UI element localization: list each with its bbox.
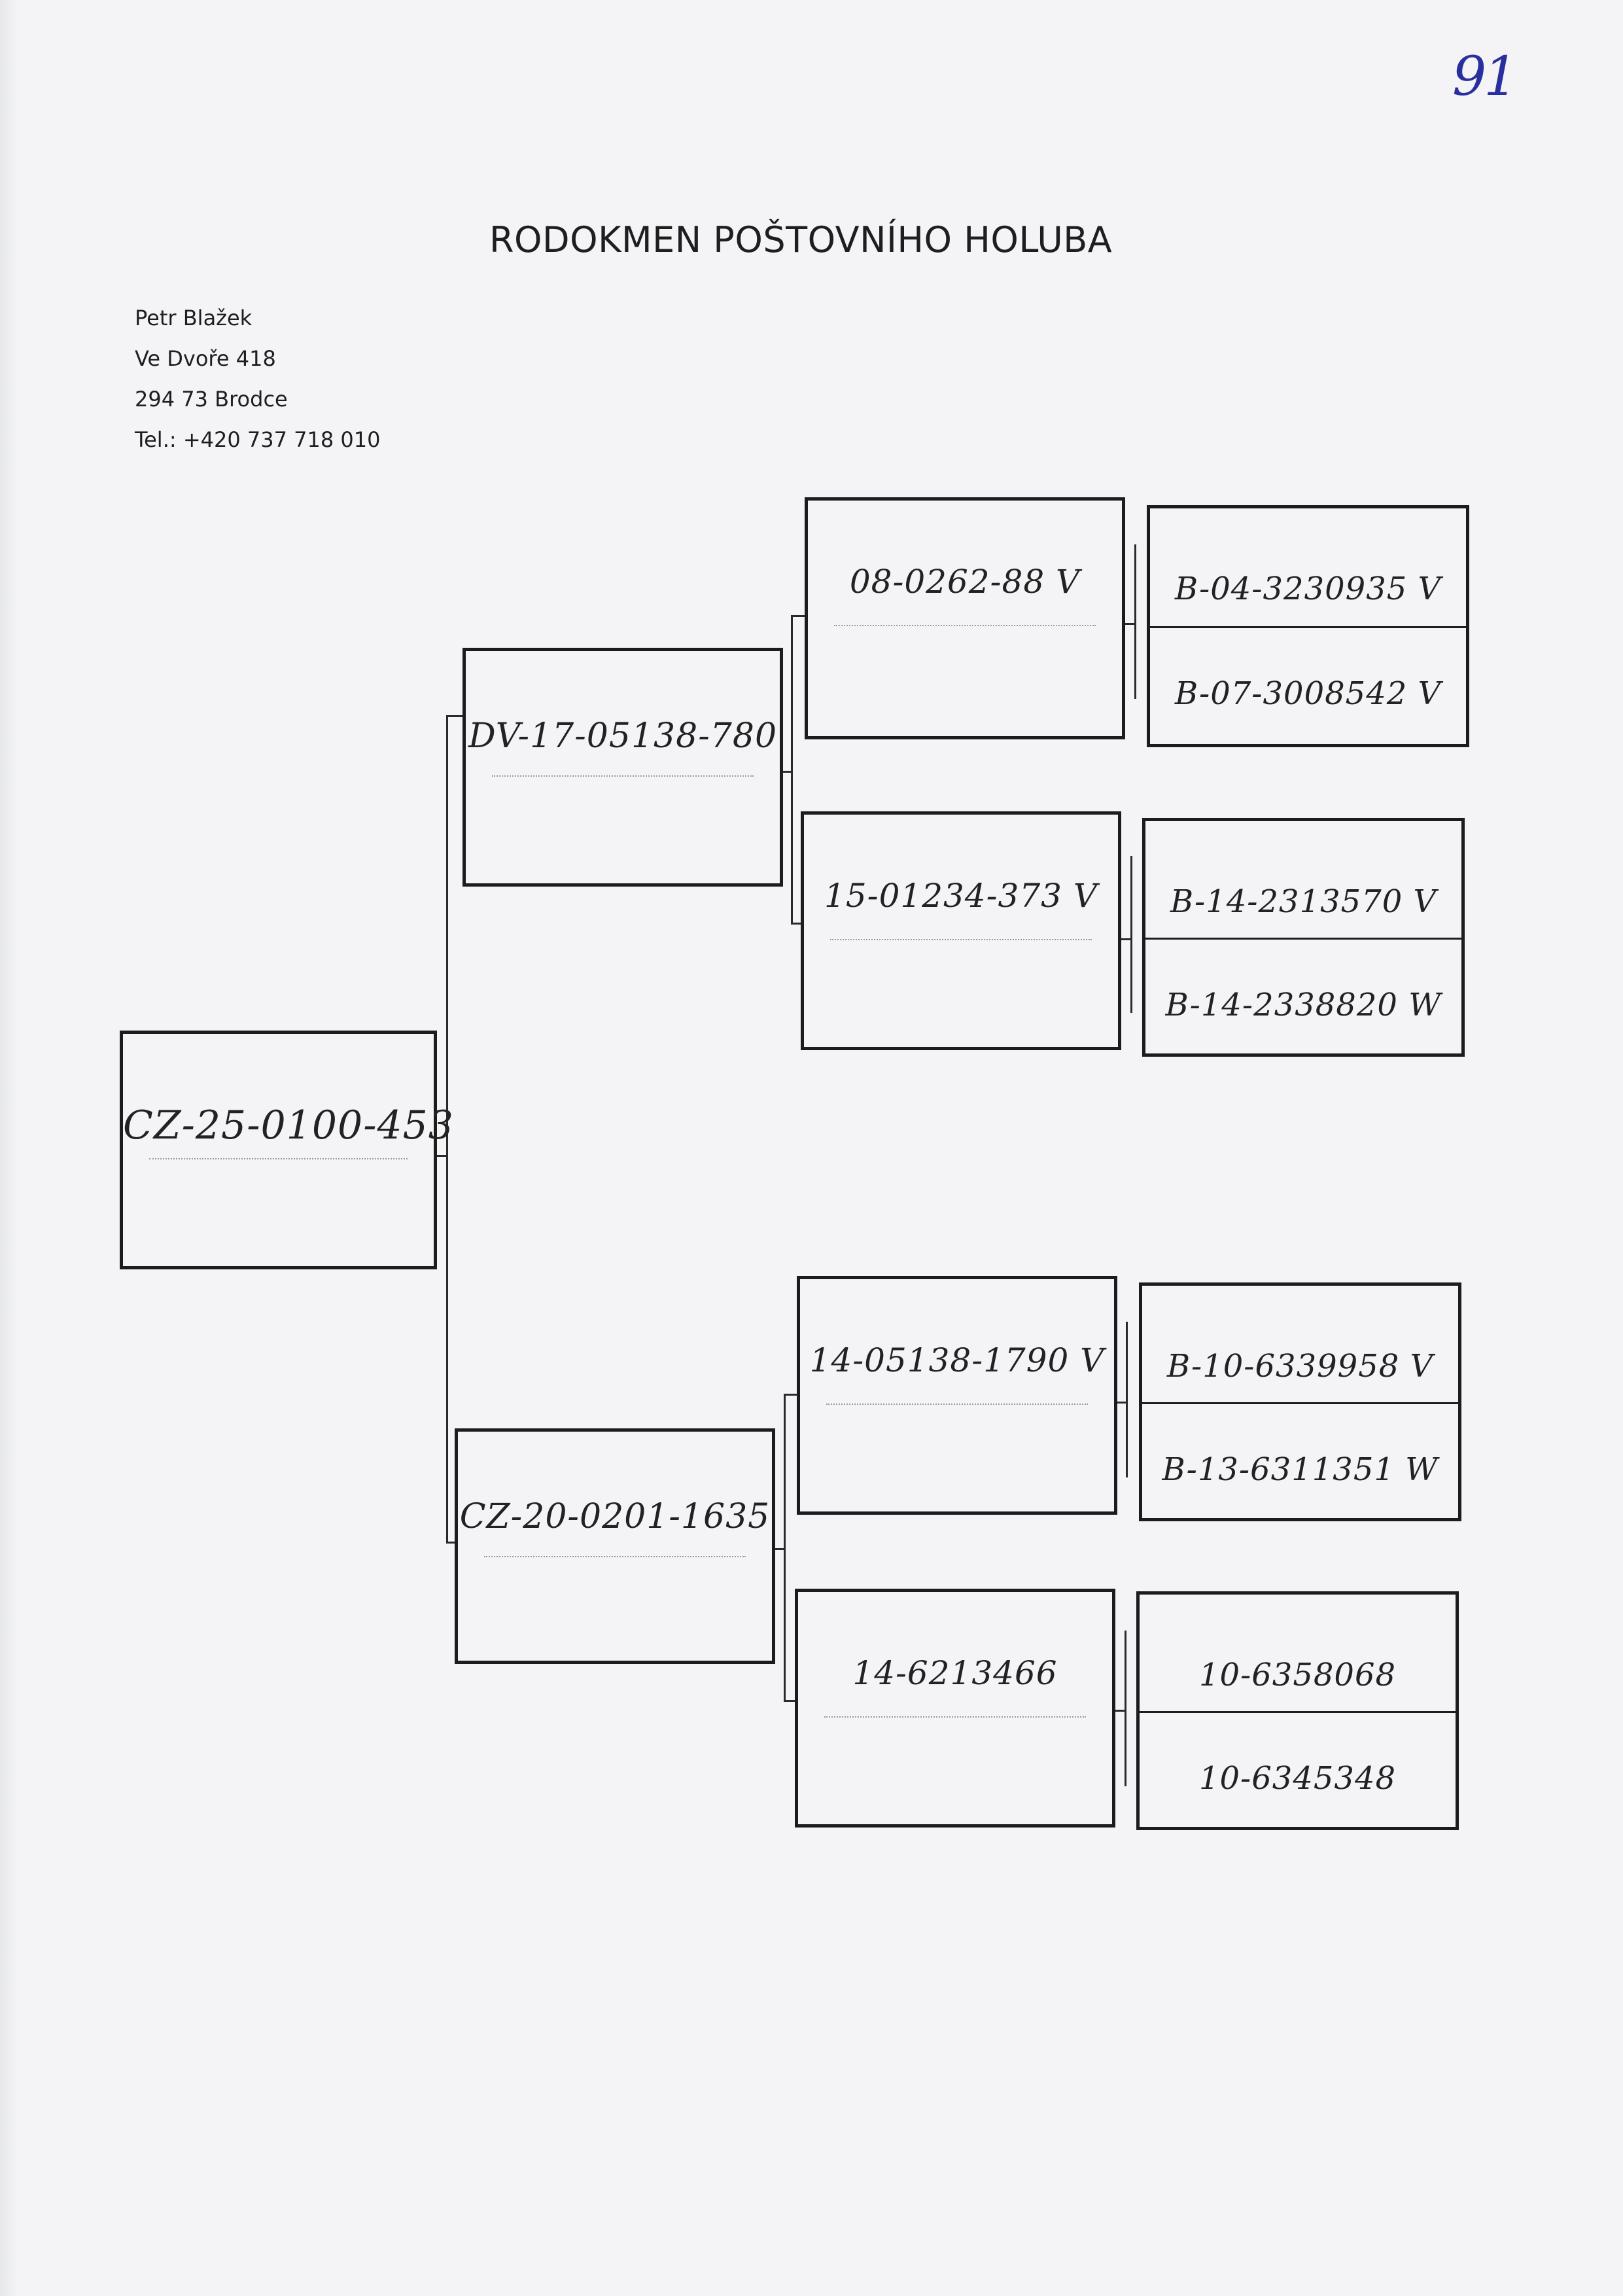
pedigree-box-gen4-d: 10-6358068 10-6345348 <box>1136 1591 1459 1830</box>
pedigree-box-gen4-b: B-14-2313570 V B-14-2338820 W <box>1142 818 1465 1057</box>
ring-number-dam-dam: 14-6213466 <box>852 1654 1058 1692</box>
owner-street: Ve Dvoře 418 <box>135 346 276 371</box>
connector-gen3d-stub <box>1114 1710 1125 1712</box>
ring-number-sire: DV-17-05138-780 <box>468 716 778 756</box>
pedigree-box-sire: DV-17-05138-780 <box>462 648 783 887</box>
box-divider-dotted <box>149 1158 408 1159</box>
box-divider-dotted <box>492 775 754 777</box>
connector-to-sire <box>446 715 464 717</box>
gen4-slot-dam-dam-dam: 10-6345348 <box>1140 1711 1456 1828</box>
gen4-slot-sire-dam-sire: B-14-2313570 V <box>1145 821 1461 940</box>
pedigree-box-dam-sire: 14-05138-1790 V <box>797 1276 1117 1515</box>
box-divider-dotted <box>834 625 1096 626</box>
connector-dam-stub <box>773 1548 785 1550</box>
connector-root-vertical <box>446 715 448 1544</box>
box-divider-dotted <box>824 1716 1086 1718</box>
connector-gen3a-stub <box>1124 623 1134 625</box>
pedigree-box-dam: CZ-20-0201-1635 <box>455 1428 775 1664</box>
pedigree-box-sire-sire: 08-0262-88 V <box>805 497 1125 739</box>
ring-number-subject: CZ-25-0100-453 <box>123 1103 454 1148</box>
ring-number-sire-sire: 08-0262-88 V <box>849 563 1081 601</box>
connector-gen3c-stub <box>1115 1402 1126 1404</box>
connector-gen3a-vertical <box>1134 544 1136 699</box>
connector-gen3c-vertical <box>1126 1322 1128 1477</box>
pedigree-box-gen4-a: B-04-3230935 V B-07-3008542 V <box>1147 505 1469 747</box>
connector-to-sire-sire <box>791 615 805 617</box>
connector-to-dam-sire <box>784 1394 798 1396</box>
ring-number-dam-sire-dam: B-13-6311351 W <box>1162 1451 1439 1488</box>
box-divider-dotted <box>826 1404 1088 1405</box>
document-title: RODOKMEN POŠTOVNÍHO HOLUBA <box>489 219 1113 260</box>
connector-gen3b-stub <box>1120 938 1130 940</box>
ring-number-dam: CZ-20-0201-1635 <box>459 1497 771 1536</box>
connector-to-dam <box>446 1542 457 1544</box>
ring-number-sire-dam-sire: B-14-2313570 V <box>1170 883 1437 920</box>
box-divider-dotted <box>484 1556 746 1557</box>
connector-dam-vertical <box>784 1394 786 1701</box>
ring-number-sire-sire-sire: B-04-3230935 V <box>1174 571 1442 607</box>
connector-sire-stub <box>780 771 792 773</box>
connector-to-sire-dam <box>791 923 803 925</box>
ring-number-dam-sire: 14-05138-1790 V <box>809 1341 1105 1379</box>
connector-to-dam-dam <box>784 1700 795 1702</box>
gen4-slot-dam-dam-sire: 10-6358068 <box>1140 1595 1456 1713</box>
connector-gen3d-vertical <box>1125 1631 1126 1786</box>
pedigree-box-sire-dam: 15-01234-373 V <box>801 811 1121 1050</box>
owner-phone: Tel.: +420 737 718 010 <box>135 427 381 452</box>
ring-number-dam-sire-sire: B-10-6339958 V <box>1166 1348 1434 1385</box>
box-divider-dotted <box>830 939 1092 940</box>
ring-number-dam-dam-sire: 10-6358068 <box>1198 1657 1397 1693</box>
ring-number-sire-dam: 15-01234-373 V <box>824 877 1098 915</box>
gen4-slot-sire-sire-dam: B-07-3008542 V <box>1150 626 1466 744</box>
ring-number-sire-sire-dam: B-07-3008542 V <box>1174 675 1442 712</box>
gen4-slot-sire-dam-dam: B-14-2338820 W <box>1145 938 1461 1054</box>
ring-number-sire-dam-dam: B-14-2338820 W <box>1165 986 1442 1023</box>
connector-gen3b-vertical <box>1130 856 1132 1013</box>
gen4-slot-dam-sire-sire: B-10-6339958 V <box>1142 1286 1458 1404</box>
connector-root-stub <box>434 1155 447 1157</box>
pedigree-box-subject: CZ-25-0100-453 <box>120 1031 454 1269</box>
owner-name: Petr Blažek <box>135 306 253 330</box>
owner-contact-block: Petr Blažek Ve Dvoře 418 294 73 Brodce T… <box>135 298 380 460</box>
owner-city: 294 73 Brodce <box>135 387 288 412</box>
handwritten-page-number: 91 <box>1452 46 1518 108</box>
pedigree-box-gen4-c: B-10-6339958 V B-13-6311351 W <box>1139 1282 1461 1521</box>
gen4-slot-sire-sire-sire: B-04-3230935 V <box>1150 508 1466 628</box>
ring-number-dam-dam-dam: 10-6345348 <box>1198 1759 1397 1797</box>
pedigree-box-dam-dam: 14-6213466 <box>795 1589 1115 1828</box>
connector-sire-vertical <box>791 615 793 924</box>
gen4-slot-dam-sire-dam: B-13-6311351 W <box>1142 1402 1458 1519</box>
scan-edge-shadow <box>0 0 18 2296</box>
